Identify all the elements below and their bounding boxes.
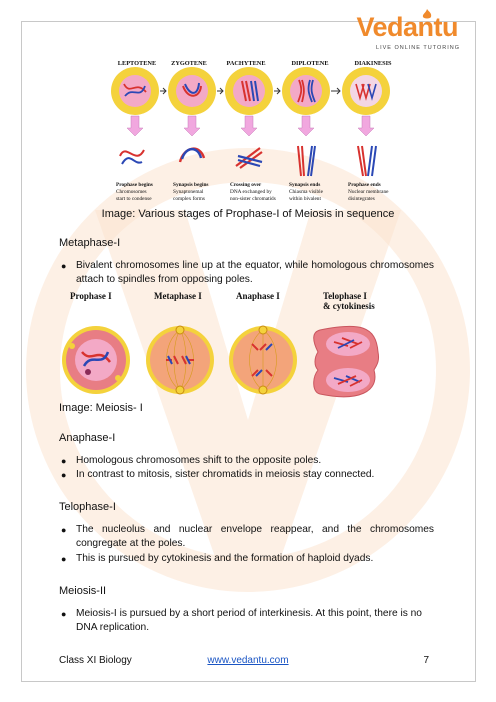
cell-diakinesis: [342, 67, 390, 115]
stage-label: DIPLOTENE: [291, 60, 329, 67]
heading-metaphase: Metaphase-I: [59, 237, 121, 249]
page-number: 7: [423, 655, 429, 666]
meiosis-diagram: [62, 325, 379, 398]
meiosis-caption: Image: Meiosis- I: [59, 402, 143, 414]
stage-label: LEPTOTENE: [117, 60, 157, 67]
footer-website-link[interactable]: www.vedantu.com: [207, 655, 289, 666]
figure-label: Metaphase I: [154, 291, 202, 301]
figure-label: Prophase I: [70, 291, 112, 301]
list-item: ●Bivalent chromosomes line up at the equ…: [61, 260, 434, 285]
stage-label: PACHYTENE: [226, 60, 266, 67]
heading-telophase: Telophase-I: [59, 501, 116, 513]
figure-label: Anaphase I: [236, 291, 280, 301]
cell-diplotene: [282, 67, 330, 115]
list-item: ●The nucleolus and nuclear envelope reap…: [61, 524, 434, 549]
list-item: ●Homologous chromosomes shift to the opp…: [61, 455, 322, 466]
stage-label: DIAKINESIS: [354, 60, 392, 67]
page-border: [21, 21, 476, 682]
list-item: ●Meiosis-I is pursued by a short period …: [61, 608, 422, 633]
list-item: ●This is pursued by cytokinesis and the …: [61, 553, 374, 564]
logo-wordmark: Vedantu: [356, 12, 458, 42]
cell-zygotene: [168, 67, 216, 115]
heading-meiosis-2: Meiosis-II: [59, 585, 107, 597]
figure-label: Telophase I& cytokinesis: [323, 291, 375, 311]
heading-anaphase: Anaphase-I: [59, 432, 116, 444]
list-item: ●In contrast to mitosis, sister chromati…: [61, 469, 375, 480]
logo-tagline: LIVE ONLINE TUTORING: [376, 45, 460, 51]
vedantu-logo[interactable]: Vedantu LIVE ONLINE TUTORING: [352, 8, 462, 56]
cell-telophase-1: [313, 325, 379, 398]
prophase-caption: Image: Various stages of Prophase-I of M…: [101, 208, 395, 220]
cell-anaphase-1: [229, 325, 297, 395]
cell-pachytene: [225, 67, 273, 115]
flame-icon: [422, 9, 432, 19]
prophase-diagram: [111, 67, 390, 177]
cell-metaphase-1: [146, 325, 214, 395]
stage-label: ZYGOTENE: [171, 60, 207, 67]
footer-subject: Class XI Biology: [59, 655, 132, 666]
cell-leptotene: [111, 67, 159, 115]
cell-prophase-1: [62, 326, 130, 394]
